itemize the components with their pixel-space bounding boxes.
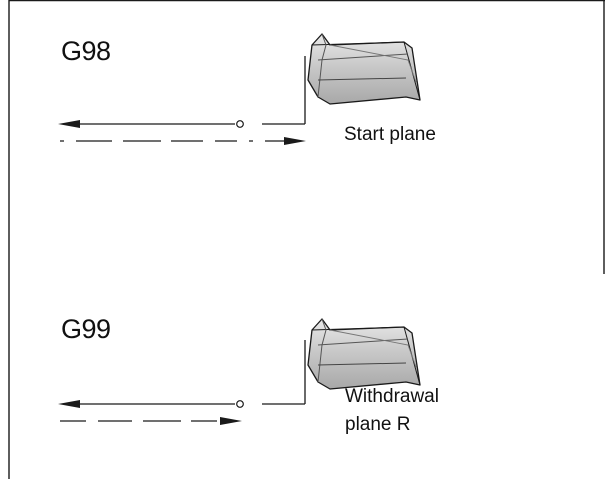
g99-group (58, 318, 421, 425)
diagram-frame (8, 0, 605, 479)
start-point-icon (236, 400, 244, 408)
arrowhead-icon (220, 417, 242, 425)
drill-bit-icon (307, 33, 421, 105)
arrowhead-icon (58, 120, 80, 128)
withdrawal-plane-label-line2: plane R (345, 414, 411, 435)
g98-code-label: G98 (61, 36, 111, 66)
arrowhead-icon (284, 137, 306, 145)
g99-code-label: G99 (61, 314, 111, 344)
start-plane-label: Start plane (344, 124, 436, 145)
g98-group (58, 33, 421, 145)
start-point-icon (236, 120, 244, 128)
drill-bit-icon (307, 318, 421, 390)
withdrawal-plane-label-line1: Withdrawal (345, 386, 439, 407)
arrowhead-icon (58, 400, 80, 408)
